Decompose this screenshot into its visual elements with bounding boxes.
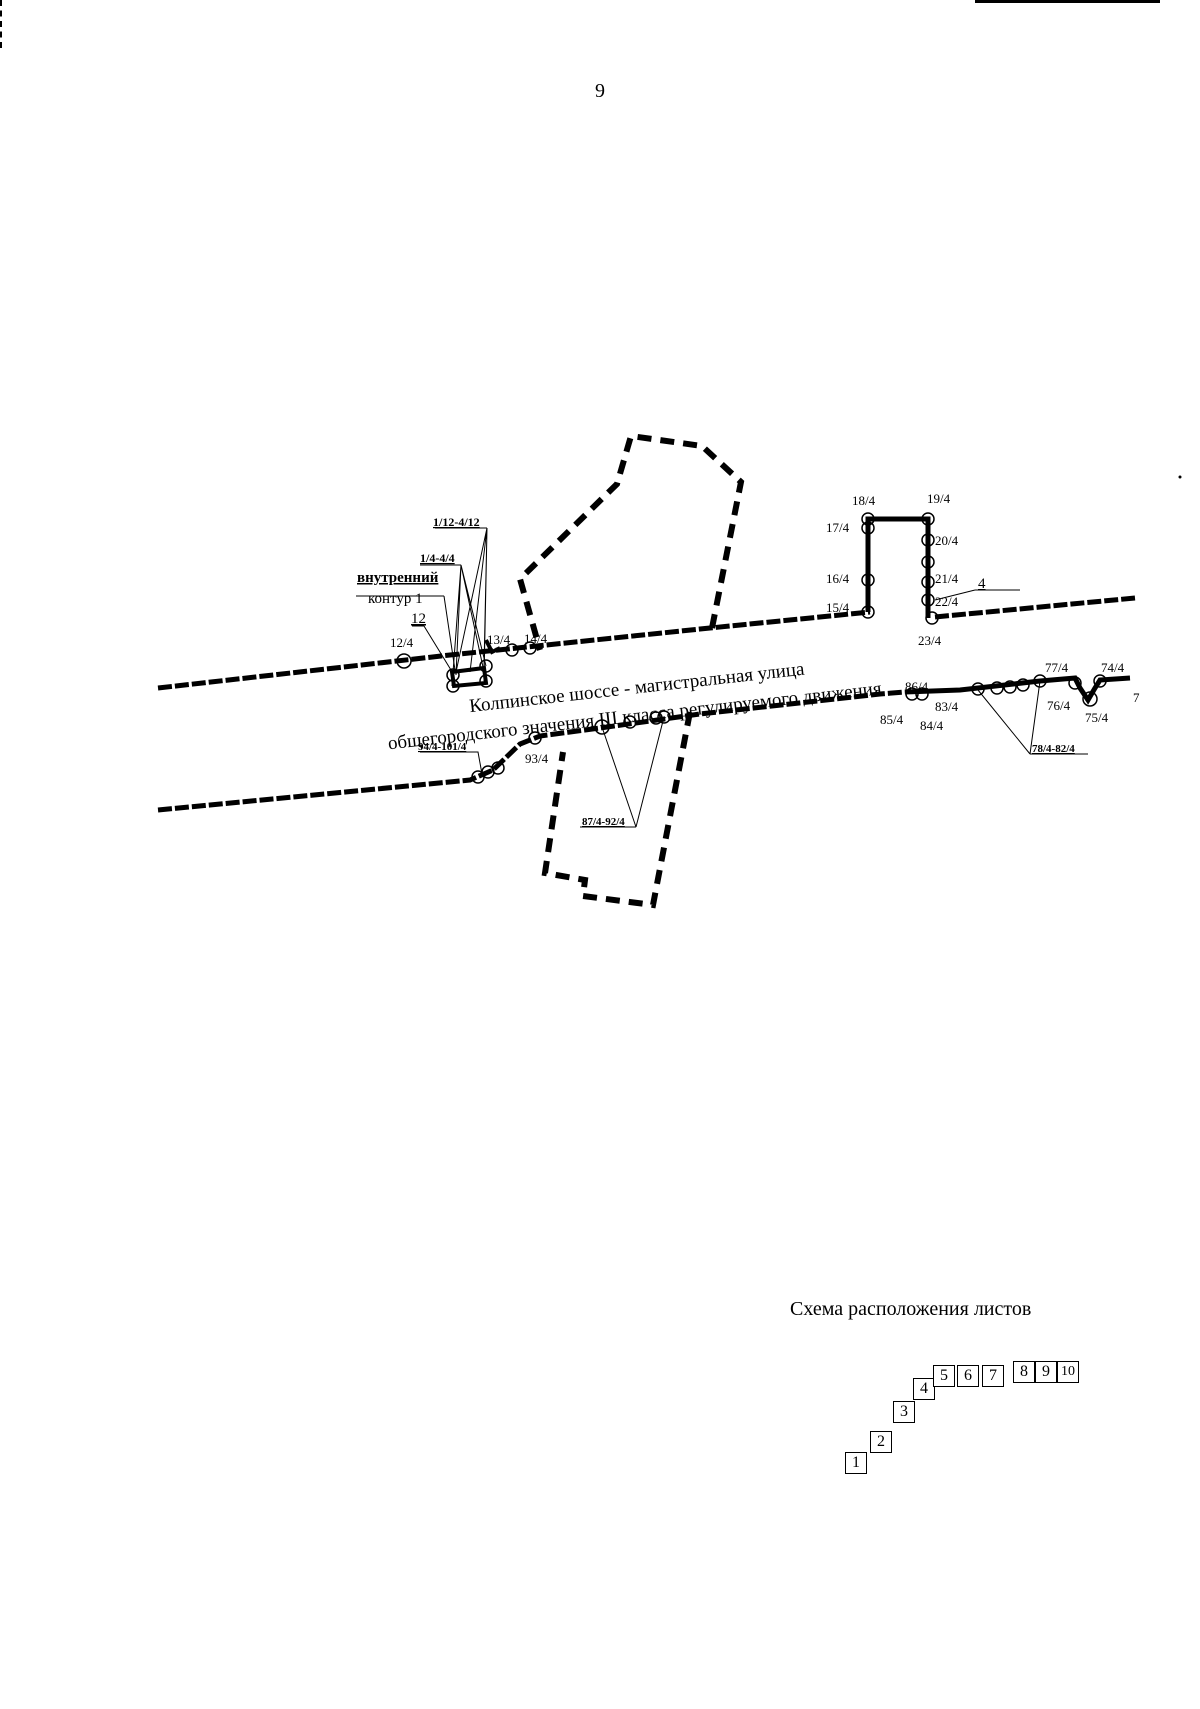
sheet-6: 6 [957,1365,979,1387]
parcel-contour-lower [541,711,693,909]
point-label-85: 85/4 [880,712,904,727]
page-number: 9 [595,80,605,102]
sheet-10: 10 [1057,1361,1079,1383]
point-label-93: 93/4 [525,751,549,766]
sheet-layout-title: Схема расположения листов [790,1298,1032,1320]
range-label-1-4: 1/4-4/4 [420,551,455,565]
range-label-94-101: 94/4-101/4 [418,741,467,753]
range-label-87-92: 87/4-92/4 [582,816,625,828]
sheet-7: 7 [982,1365,1004,1387]
contour-number-4: 4 [978,576,986,592]
parcel-contour-upper [516,432,745,651]
point-markers [396,512,1107,784]
point-labels: 1/12-4/12 1/4-4/4 внутренний контур 1 12… [357,491,1140,828]
point-label-19: 19/4 [927,491,951,506]
point-label-77: 77/4 [1045,660,1069,675]
point-label-75: 75/4 [1085,710,1109,725]
point-label-20: 20/4 [935,533,959,548]
point-label-86: 86/4 [905,679,929,694]
point-label-12: 12/4 [390,635,414,650]
sheet-2: 2 [870,1431,892,1453]
inner-contour-label-1: внутренний [357,570,439,586]
point-label-76: 76/4 [1047,698,1071,713]
point-label-18: 18/4 [852,493,876,508]
point-label-83: 83/4 [935,699,959,714]
leader-lines [356,527,1088,828]
range-label-78-82: 78/4-82/4 [1032,743,1075,755]
top-rule [975,0,1160,3]
corner-mark [0,0,5,48]
point-label-22: 22/4 [935,594,959,609]
contour-number-12: 12 [411,611,426,627]
sheet-1: 1 [845,1452,867,1474]
point-label-21: 21/4 [935,571,959,586]
point-label-16: 16/4 [826,571,850,586]
range-label-1-12: 1/12-4/12 [433,515,480,529]
sheet-3: 3 [893,1401,915,1423]
point-label-14: 14/4 [524,631,548,646]
sheet-5: 5 [933,1365,955,1387]
point-label-17: 17/4 [826,520,850,535]
point-label-15: 15/4 [826,600,850,615]
inner-contour-label-2: контур 1 [368,591,423,607]
point-label-7-partial: 7 [1133,690,1140,705]
point-label-23: 23/4 [918,633,942,648]
sheet-4: 4 [913,1378,935,1400]
stray-dot [1178,475,1182,479]
sheet-8: 8 [1013,1361,1035,1383]
sheet-9: 9 [1035,1361,1057,1383]
point-label-84: 84/4 [920,718,944,733]
point-label-74: 74/4 [1101,660,1125,675]
point-label-13: 13/4 [487,632,511,647]
